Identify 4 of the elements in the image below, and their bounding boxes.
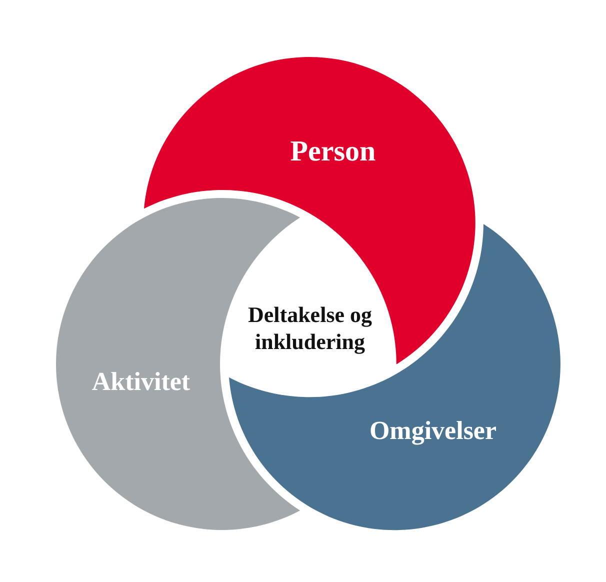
segment-label: Person [290,135,376,168]
segment-label: Omgivelser [369,416,497,446]
segment-label: Aktivitet [92,367,190,397]
center-label: Deltakelse og inkludering [246,301,374,355]
